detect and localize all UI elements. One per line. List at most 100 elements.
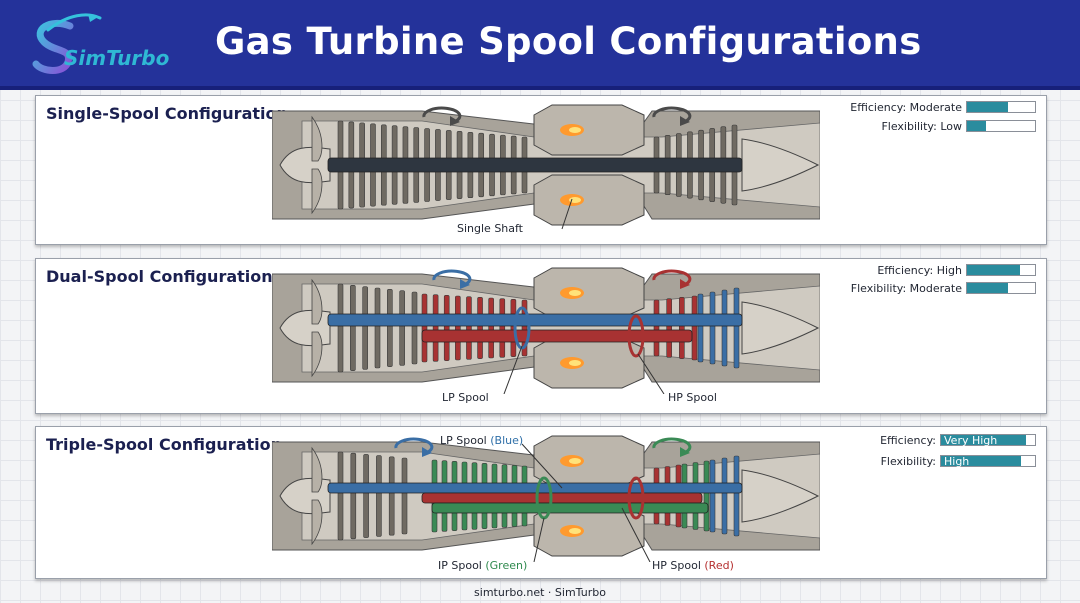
- panel-title: Triple-Spool Configuration: [46, 435, 283, 454]
- combustor-top: [533, 104, 645, 156]
- lp-compressor-blade: [388, 456, 395, 536]
- footer-credit: simturbo.net · SimTurbo: [474, 586, 606, 599]
- hp-compressor-blade: [455, 295, 461, 361]
- lp-compressor-blade: [337, 451, 344, 541]
- lp-compressor-blade: [374, 287, 381, 369]
- hp-spool-label: HP Spool (Red): [652, 559, 734, 572]
- hp-compressor-blade: [488, 297, 494, 359]
- leader-line: [637, 353, 665, 394]
- efficiency-bar: Very High: [940, 434, 1036, 447]
- ip-rotation-arrow-icon: [652, 437, 692, 457]
- lp-compressor-blade: [362, 286, 368, 370]
- flexibility-bar: [966, 120, 1036, 132]
- hp-rotation-arrow-icon: [652, 269, 692, 289]
- single-spool-panel: Single-Spool Configuration Single Shaft …: [35, 95, 1047, 245]
- lp-compressor-blade: [350, 452, 357, 540]
- flexibility-meter: Flexibility: Low: [881, 119, 1036, 133]
- flexibility-bar: [966, 282, 1036, 294]
- efficiency-meter: Efficiency: Very High: [880, 433, 1036, 447]
- fan-blade: [311, 446, 323, 493]
- efficiency-label: Efficiency: High: [877, 263, 962, 277]
- hp-spool-ring: [627, 314, 645, 358]
- flame-icon: [560, 124, 584, 136]
- single-shaft-label: Single Shaft: [457, 222, 523, 235]
- combustor-bottom: [533, 505, 645, 557]
- hp-compressor-blade: [421, 293, 428, 363]
- leader-line: [621, 507, 651, 562]
- efficiency-label: Efficiency: Moderate: [850, 100, 962, 114]
- hp-spool-ring: [627, 476, 645, 520]
- lp-compressor-blade: [363, 454, 369, 538]
- hp-compressor-blade: [477, 297, 483, 359]
- hp-compressor-blade: [432, 294, 439, 362]
- efficiency-meter: Efficiency: Moderate: [850, 100, 1036, 114]
- triple-spool-panel: Triple-Spool Configuration LP Spool (Blu…: [35, 426, 1047, 579]
- combustor-top: [533, 267, 645, 319]
- leader-line: [503, 345, 523, 394]
- flexibility-label: Flexibility:: [880, 454, 936, 468]
- combustor-bottom: [533, 337, 645, 389]
- engine-diagram: [272, 104, 820, 230]
- hp-compressor-blade: [443, 295, 450, 361]
- flexibility-bar: High: [940, 455, 1036, 468]
- flame-icon: [560, 455, 584, 467]
- lp-spool-label: LP Spool: [442, 391, 489, 404]
- lp-spool-label: LP Spool (Blue): [440, 434, 524, 447]
- hp-shaft: [421, 329, 693, 343]
- fan-blade: [311, 278, 323, 325]
- efficiency-bar: [966, 264, 1036, 276]
- flexibility-meter: Flexibility: High: [881, 454, 1036, 468]
- fan-blade: [311, 499, 323, 546]
- lp-rotation-arrow-icon: [432, 269, 472, 289]
- lp-turbine-blade: [709, 291, 716, 365]
- hp-compressor-blade: [499, 298, 506, 358]
- combustor-bottom: [533, 174, 645, 226]
- flame-icon: [560, 357, 584, 369]
- hp-turbine-blade: [691, 295, 698, 361]
- exhaust-cone: [741, 138, 820, 192]
- dual-spool-panel: Dual-Spool Configuration LP Spool HP Spo…: [35, 258, 1047, 414]
- leader-line: [533, 517, 545, 562]
- flame-icon: [560, 525, 584, 537]
- flexibility-meter: Flexibility: Moderate: [851, 281, 1036, 295]
- lp-compressor-blade: [401, 457, 408, 535]
- hp-turbine-blade: [653, 299, 660, 357]
- rotation-arrow-icon: [422, 106, 462, 126]
- rotation-arrow-icon: [652, 106, 692, 126]
- hp-turbine-blade: [679, 297, 685, 359]
- ip-spool-label: IP Spool (Green): [438, 559, 528, 572]
- efficiency-label: Efficiency:: [880, 433, 936, 447]
- flexibility-value: High: [944, 455, 970, 468]
- flame-icon: [560, 287, 584, 299]
- fan-blade: [311, 115, 323, 162]
- single-shaft: [327, 157, 743, 173]
- engine-diagram: [272, 267, 820, 394]
- ip-turbine-blade: [703, 460, 710, 532]
- lp-shaft: [327, 313, 743, 327]
- lp-turbine-blade: [733, 455, 740, 537]
- lp-turbine-blade: [697, 293, 704, 363]
- fan-blade: [311, 331, 323, 378]
- leader-line: [521, 443, 563, 489]
- hp-shaft: [421, 492, 703, 504]
- efficiency-value: Very High: [944, 434, 998, 447]
- efficiency-bar: [966, 101, 1036, 113]
- flow-path: [301, 283, 820, 373]
- lp-compressor-blade: [350, 285, 356, 371]
- hp-compressor-blade: [466, 296, 472, 360]
- lp-turbine-blade: [721, 457, 728, 535]
- lp-compressor-blade: [387, 289, 393, 367]
- leader-line: [561, 198, 573, 230]
- lp-compressor-blade: [337, 283, 344, 373]
- exhaust-cone: [741, 301, 820, 355]
- logo-text: SimTurbo: [64, 46, 170, 70]
- flexibility-label: Flexibility: Low: [881, 119, 962, 133]
- lp-turbine-blade: [721, 289, 728, 367]
- ip-shaft: [431, 502, 709, 514]
- header-bar: SimTurbo Gas Turbine Spool Configuration…: [0, 0, 1080, 90]
- lp-shaft: [327, 482, 743, 494]
- lp-rotation-arrow-icon: [394, 437, 434, 457]
- lp-compressor-blade: [399, 290, 405, 366]
- panel-title: Single-Spool Configuration: [46, 104, 288, 123]
- efficiency-meter: Efficiency: High: [877, 263, 1036, 277]
